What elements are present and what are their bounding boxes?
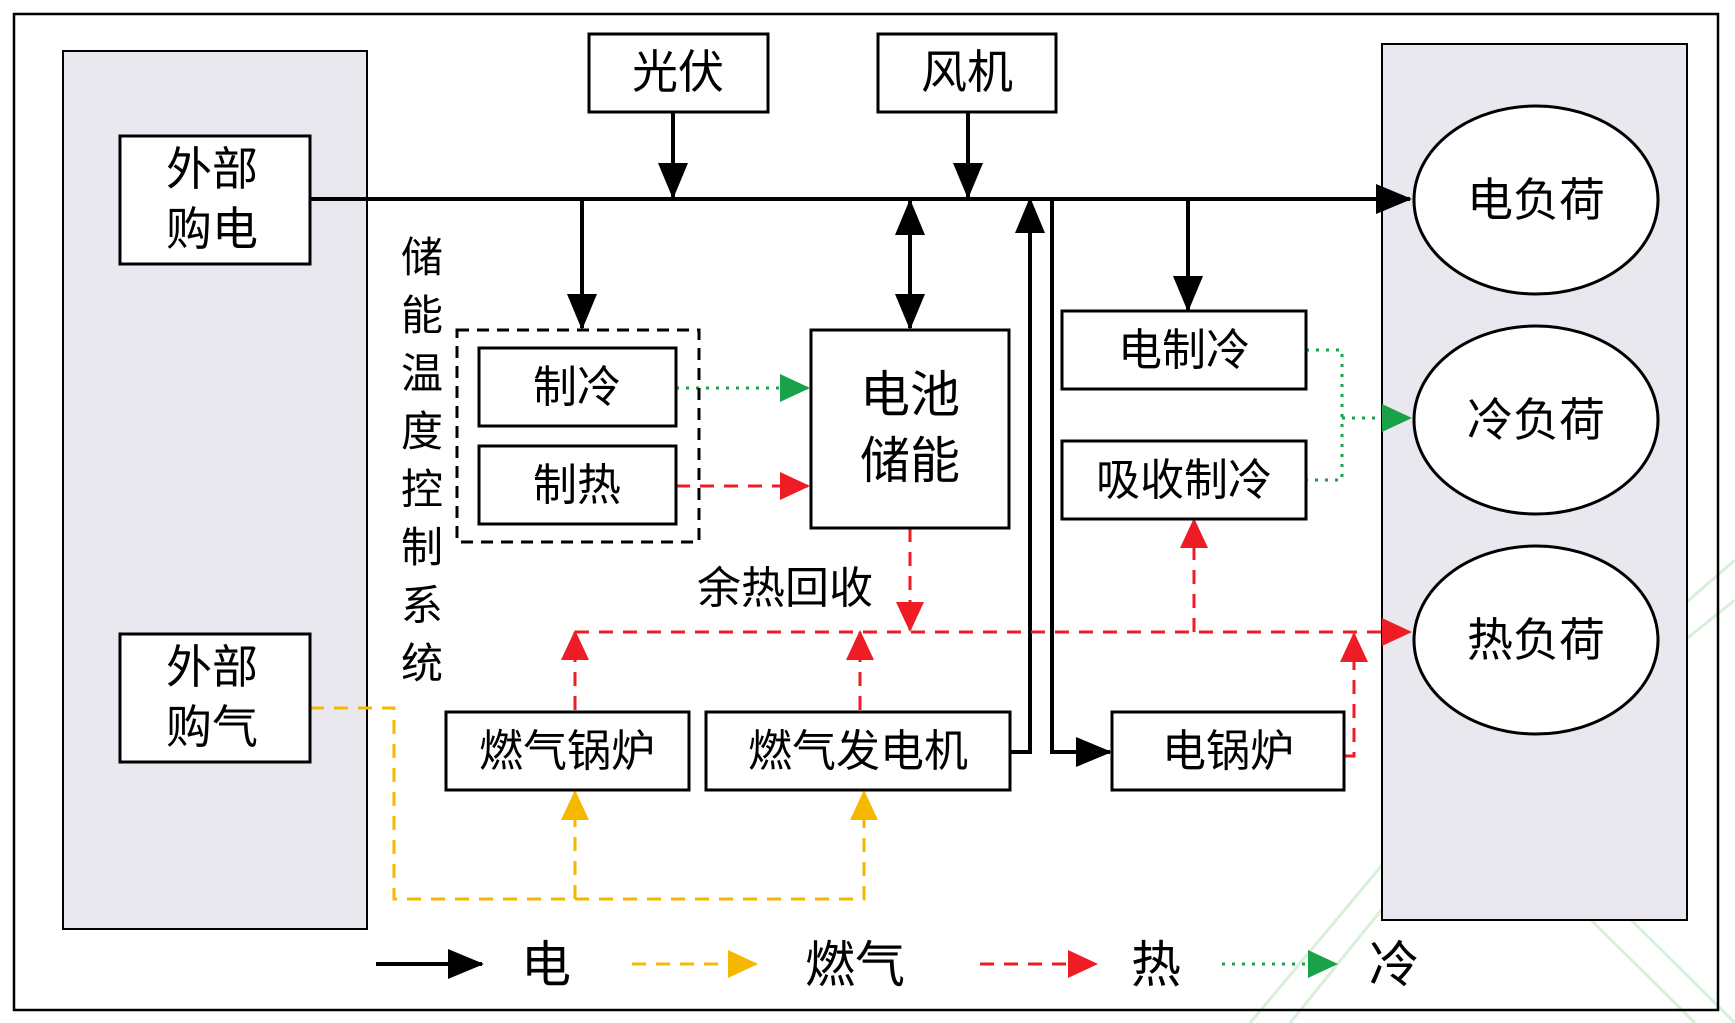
electric-boiler-box: 电锅炉	[1110, 710, 1346, 792]
battery-label-1: 电池	[860, 366, 960, 424]
external-power-label-2: 购电	[166, 202, 258, 256]
gas-boiler-label: 燃气锅炉	[479, 726, 655, 777]
electric-cooling-label: 电制冷	[1118, 325, 1250, 376]
external-gas-box: 外部 购气	[118, 632, 312, 764]
heat-load: 热负荷	[1412, 544, 1660, 736]
storage-temp-control-title: 储 能 温 度 控 制 系 统	[401, 233, 443, 688]
heat-lines	[561, 472, 1412, 758]
heat-load-label: 热负荷	[1467, 613, 1605, 667]
wind-box: 风机	[876, 32, 1058, 114]
legend-cold-label: 冷	[1369, 936, 1419, 994]
legend-gas-label: 燃气	[805, 936, 905, 994]
wind-label: 风机	[921, 45, 1013, 99]
electric-load-label: 电负荷	[1467, 173, 1605, 227]
storage-temp-control-group	[455, 328, 701, 544]
legend: 电 燃气 热 冷	[376, 936, 1419, 994]
gas-boiler-box: 燃气锅炉	[444, 710, 691, 792]
stc-char-1: 能	[401, 291, 443, 340]
absorption-cooling-label: 吸收制冷	[1096, 455, 1272, 506]
cooling-label: 制冷	[533, 362, 621, 413]
absorption-cooling-box: 吸收制冷	[1060, 439, 1308, 521]
external-power-label-1: 外部	[166, 142, 258, 196]
electricity-lines	[310, 112, 1412, 767]
gas-generator-label: 燃气发电机	[748, 726, 968, 777]
stc-char-6: 系	[401, 581, 443, 630]
pv-box: 光伏	[587, 32, 770, 114]
legend-heat-label: 热	[1131, 936, 1181, 994]
stc-char-0: 储	[401, 233, 443, 282]
heating-box: 制热	[477, 444, 678, 526]
electric-cooling-box: 电制冷	[1060, 309, 1308, 391]
gas-generator-box: 燃气发电机	[704, 710, 1012, 792]
stc-char-3: 度	[401, 407, 443, 456]
stc-char-5: 制	[401, 523, 443, 572]
external-gas-label-1: 外部	[166, 640, 258, 694]
cooling-load: 冷负荷	[1412, 324, 1660, 516]
gas-lines	[310, 706, 878, 901]
legend-electricity-label: 电	[521, 936, 571, 994]
cooling-box: 制冷	[477, 346, 678, 428]
external-power-box: 外部 购电	[118, 134, 312, 266]
pv-label: 光伏	[632, 45, 724, 99]
battery-box: 电池 储能	[809, 328, 1011, 530]
battery-label-2: 储能	[860, 432, 960, 490]
heat-recovery-label: 余热回收	[697, 563, 873, 614]
stc-char-2: 温	[401, 349, 443, 398]
cooling-load-label: 冷负荷	[1467, 393, 1605, 447]
electric-boiler-label: 电锅炉	[1162, 726, 1294, 777]
stc-char-7: 统	[401, 639, 443, 688]
external-gas-label-2: 购气	[166, 700, 258, 754]
electric-load: 电负荷	[1412, 104, 1660, 296]
outer-frame	[12, 12, 1720, 1012]
stc-char-4: 控	[401, 465, 443, 514]
heating-label: 制热	[533, 460, 621, 511]
